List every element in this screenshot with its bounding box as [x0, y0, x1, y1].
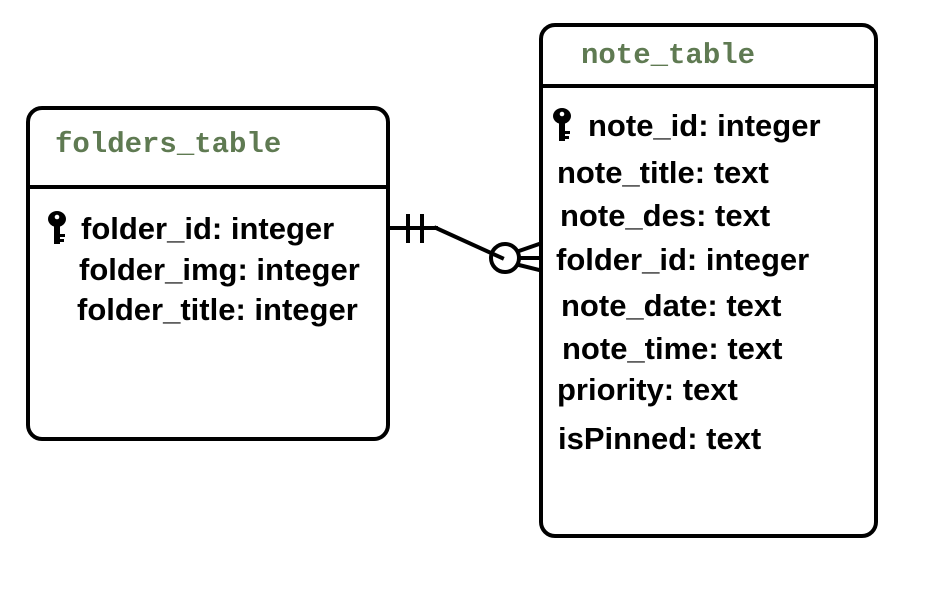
crows-foot-upper [516, 241, 542, 254]
note-field-priority: priority: text [557, 372, 738, 407]
note-table-title: note_table [543, 27, 874, 88]
folders-field-folder-title: folder_title: integer [77, 292, 358, 327]
folders-table-entity[interactable]: folders_table folder_id: integer folder_… [26, 106, 390, 441]
folders-table-title: folders_table [30, 110, 386, 189]
note-field-ispinned: isPinned: text [558, 421, 762, 456]
note-field-note-date: note_date: text [561, 288, 782, 323]
note-field-folder-id: folder_id: integer [556, 242, 810, 277]
note-field-note-id: note_id: integer [588, 108, 821, 143]
note-field-note-time: note_time: text [562, 331, 783, 366]
note-field-note-des: note_des: text [560, 198, 771, 233]
note-table-entity[interactable]: note_table note_id: integer note_title: … [539, 23, 878, 538]
zero-optional-circle [489, 242, 521, 274]
folders-field-folder-img: folder_img: integer [79, 252, 360, 287]
crows-foot-lower [516, 262, 542, 273]
key-icon [48, 211, 66, 244]
folders-field-folder-id: folder_id: integer [81, 211, 335, 246]
key-icon [553, 108, 571, 141]
note-field-note-title: note_title: text [557, 155, 769, 190]
